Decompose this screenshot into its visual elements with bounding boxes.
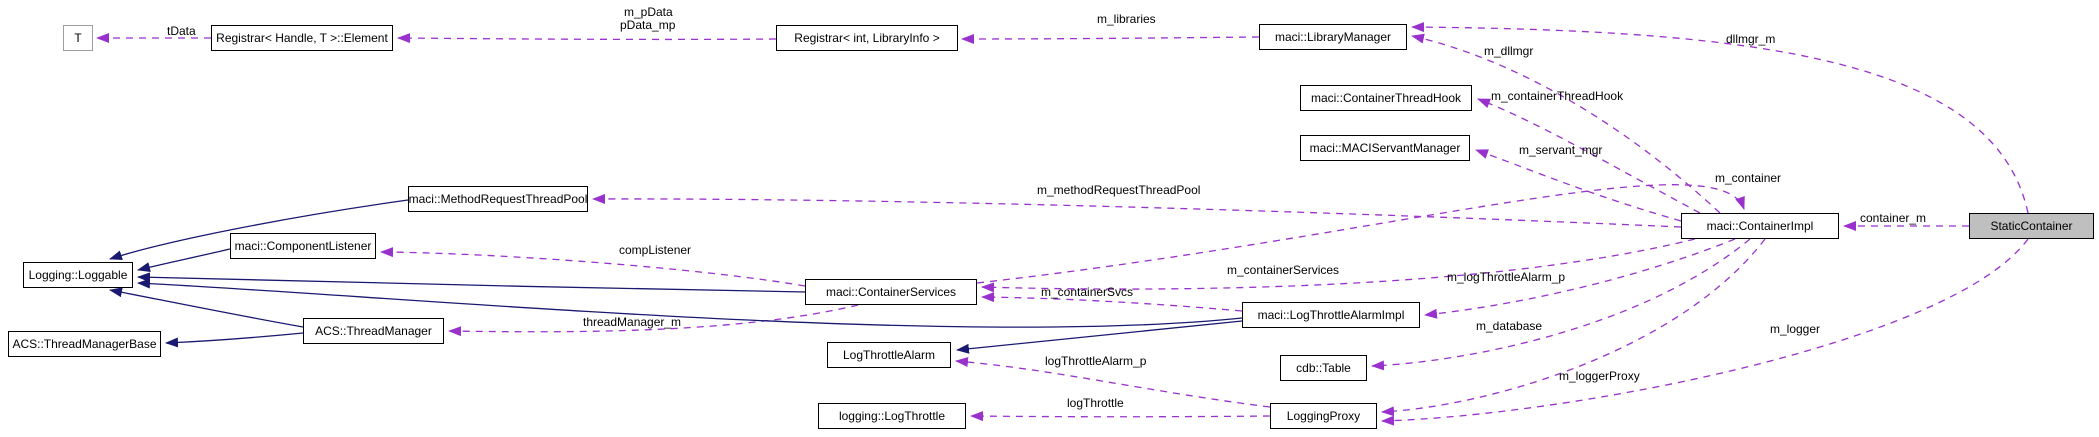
edge-m-logthrottlealarm-p xyxy=(1424,238,1736,319)
edge-label-container-m: container_m xyxy=(1860,211,1927,225)
edge-m-container xyxy=(976,184,1745,284)
edge-m-containerservices xyxy=(981,238,1696,293)
edge-m-database xyxy=(1371,238,1751,371)
edge-label-m-containersvcs: m_containerSvcs xyxy=(1041,285,1134,299)
class-node-log-throttle-alarm[interactable]: LogThrottleAlarm xyxy=(827,342,951,368)
edge-m-pdata xyxy=(397,33,777,44)
edge-threadmanager-m xyxy=(448,304,859,337)
edge-label-complistener: compListener xyxy=(619,243,692,257)
edge-label-logthrottle: logThrottle xyxy=(1067,396,1124,410)
class-node-static-container[interactable]: StaticContainer xyxy=(1969,213,2094,239)
edge-label-m-container: m_container xyxy=(1715,171,1782,185)
class-node-logging-log-throttle[interactable]: logging::LogThrottle xyxy=(818,403,966,429)
edge-inherit-threadmanager-loggable xyxy=(109,287,304,328)
edge-label-pdata-mp: pData_mp xyxy=(620,18,676,32)
edge-label-m-logthrottlealarm-p: m_logThrottleAlarm_p xyxy=(1447,270,1566,284)
edge-m-servant-mgr xyxy=(1475,149,1682,222)
class-node-component-listener[interactable]: maci::ComponentListener xyxy=(230,233,376,259)
edge-complistener xyxy=(380,247,806,287)
edge-m-loggerproxy xyxy=(1381,238,1766,417)
edge-logthrottlealarm-p xyxy=(955,357,1271,408)
edge-inherit-threadmanager-threadmanagerbase xyxy=(165,332,304,348)
edge-logthrottle xyxy=(970,411,1271,422)
class-node-cdb-table[interactable]: cdb::Table xyxy=(1280,355,1367,381)
edge-label-tdata: tData xyxy=(167,24,196,38)
edge-m-dllmgr xyxy=(1411,33,1721,214)
class-node-thread-manager-base[interactable]: ACS::ThreadManagerBase xyxy=(8,331,161,357)
class-node-thread-manager[interactable]: ACS::ThreadManager xyxy=(303,318,444,344)
edge-inherit-logthrottlealarmimpl-logthrottlealarm xyxy=(956,320,1243,354)
edge-label-m-containerservices: m_containerServices xyxy=(1227,263,1340,277)
edge-m-logger xyxy=(1381,238,2029,426)
class-node-registrar-libraryinfo[interactable]: Registrar< int, LibraryInfo > xyxy=(776,25,958,51)
edge-label-m-dllmgr: m_dllmgr xyxy=(1484,44,1534,58)
edge-label-threadmanager-m: threadManager_m xyxy=(583,315,682,329)
class-node-container-services[interactable]: maci::ContainerServices xyxy=(805,279,977,305)
edge-inherit-componentlistener-loggable xyxy=(137,248,231,272)
edge-m-containersvcs xyxy=(981,292,1243,312)
edge-inherit-containerservices-loggable xyxy=(137,272,806,293)
edge-m-methodrequestthreadpool xyxy=(592,193,1682,228)
edge-label-m-loggerproxy: m_loggerProxy xyxy=(1559,369,1640,383)
edge-label-dllmgr-m: dllmgr_m xyxy=(1726,32,1776,46)
edge-label-m-pdata: m_pData xyxy=(624,5,673,19)
edge-m-containerthreadhook xyxy=(1477,98,1701,214)
edge-label-m-containerthreadhook: m_containerThreadHook xyxy=(1491,89,1624,103)
edge-m-libraries xyxy=(961,33,1260,44)
edge-inherit-logthrottlealarmimpl-loggable xyxy=(137,278,1243,328)
class-node-container-thread-hook[interactable]: maci::ContainerThreadHook xyxy=(1300,85,1472,111)
edge-label-logthrottlealarm-p: logThrottleAlarm_p xyxy=(1045,354,1147,368)
edge-label-m-database: m_database xyxy=(1476,319,1543,333)
edge-label-m-servant-mgr: m_servant_mgr xyxy=(1519,143,1603,157)
class-node-t: T xyxy=(63,25,93,51)
class-node-loggable[interactable]: Logging::Loggable xyxy=(23,262,133,288)
edge-inherit-methodrequestthreadpool-loggable xyxy=(109,199,409,261)
edge-label-m-methodrequestthreadpool: m_methodRequestThreadPool xyxy=(1037,183,1201,197)
class-node-container-impl[interactable]: maci::ContainerImpl xyxy=(1681,213,1839,239)
edge-label-m-logger: m_logger xyxy=(1770,322,1821,336)
class-node-library-manager[interactable]: maci::LibraryManager xyxy=(1259,24,1407,50)
class-node-maci-servant-manager[interactable]: maci::MACIServantManager xyxy=(1300,135,1470,161)
edge-label-m-libraries: m_libraries xyxy=(1097,12,1156,26)
class-node-registrar-element[interactable]: Registrar< Handle, T >::Element xyxy=(211,25,393,51)
class-node-method-request-thread-pool[interactable]: maci::MethodRequestThreadPool xyxy=(408,186,588,212)
class-node-logging-proxy[interactable]: LoggingProxy xyxy=(1270,403,1377,429)
class-node-log-throttle-alarm-impl[interactable]: maci::LogThrottleAlarmImpl xyxy=(1242,302,1420,328)
